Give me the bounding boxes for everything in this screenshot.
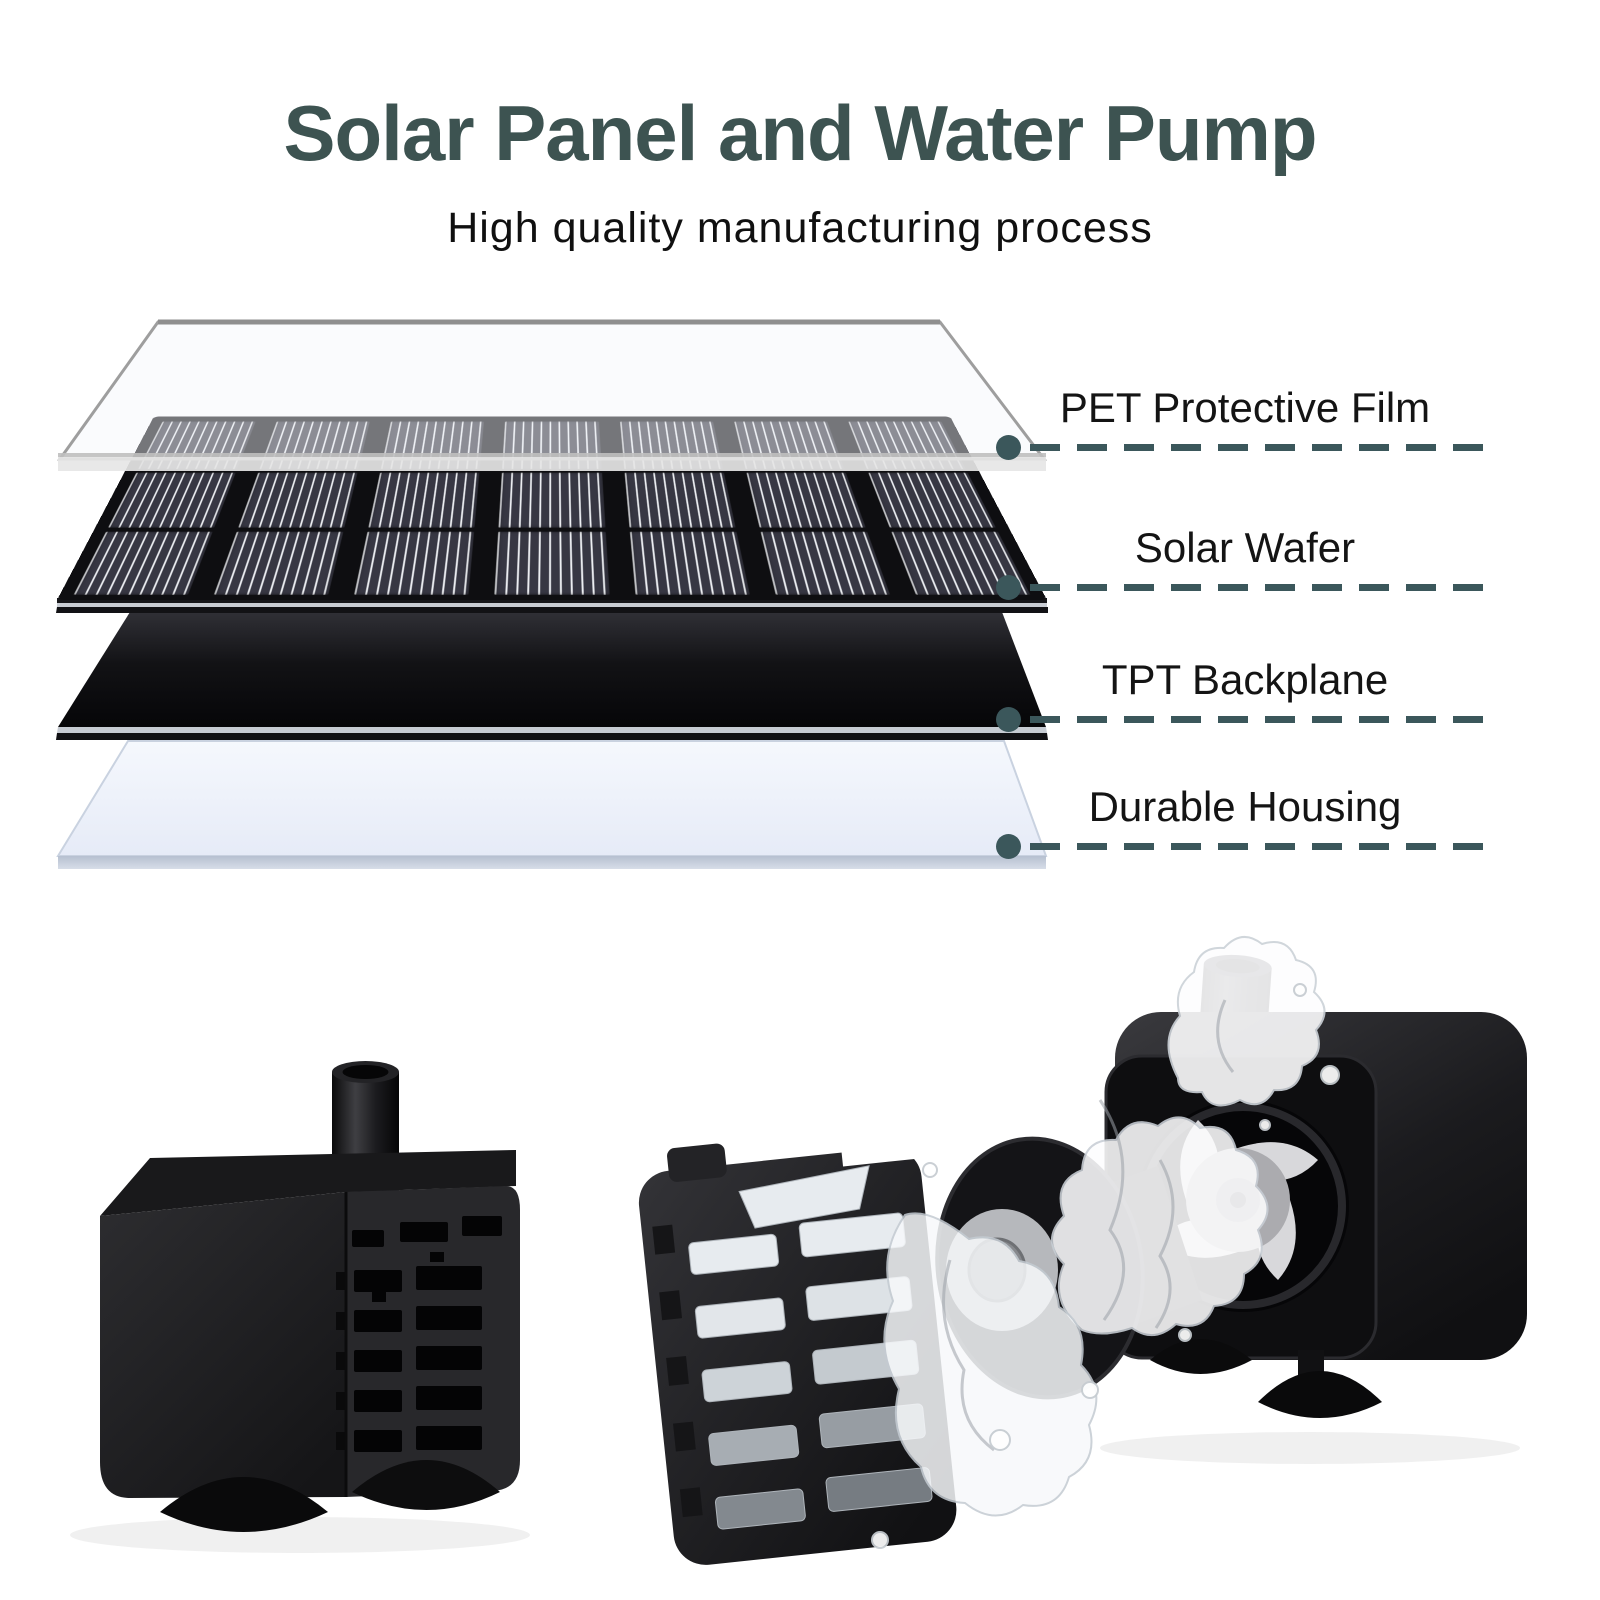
layer-label: PET Protective Film	[1059, 384, 1431, 431]
pump-top-face	[100, 1150, 516, 1216]
callout-dashed-line	[1030, 716, 1490, 723]
pump-rotor	[935, 1136, 1202, 1400]
pump-impeller	[1158, 1120, 1318, 1280]
cover-side-slots	[652, 1224, 703, 1518]
pump-shadow	[70, 1517, 530, 1553]
pump-front-cover	[638, 1104, 957, 1565]
callout-dashed-line	[1030, 444, 1490, 451]
solar-wafer-grid	[57, 416, 1047, 600]
solar-cell	[380, 421, 485, 470]
solar-cell	[733, 421, 845, 470]
solar-cell	[368, 472, 480, 528]
layer-label: TPT Backplane	[1101, 656, 1389, 703]
pump-grille-face	[346, 1186, 520, 1497]
solar-cell	[624, 472, 736, 528]
callout-dashed-line	[1030, 584, 1490, 591]
solar-wafer-edge	[56, 598, 1048, 613]
layer-tpt-backplane	[56, 612, 1048, 740]
suction-cup-feet	[1150, 1339, 1382, 1418]
callout-dot-icon	[996, 834, 1021, 859]
solar-cell	[498, 472, 606, 528]
page-subtitle: High quality manufacturing process	[447, 204, 1153, 252]
solar-cell	[259, 421, 371, 470]
solar-cell	[138, 421, 256, 470]
solar-cell	[108, 472, 236, 528]
pump-left-face	[100, 1192, 346, 1498]
callout-dot-icon	[996, 435, 1021, 460]
layer-durable-housing	[56, 740, 1048, 869]
solar-cell	[354, 531, 475, 595]
solar-cell	[238, 472, 358, 528]
pump-body	[1104, 954, 1527, 1418]
solar-cell	[494, 531, 610, 595]
pump-chamber-opening	[1137, 1100, 1349, 1312]
callout-dashed-line	[1030, 843, 1490, 850]
solar-cell	[760, 531, 890, 595]
solar-cell	[868, 472, 996, 528]
solar-cell	[746, 472, 866, 528]
layer-label: Solar Wafer	[1134, 524, 1356, 571]
layer-label: Durable Housing	[1088, 783, 1402, 830]
pump-outlet-nozzle	[332, 1061, 399, 1192]
solar-cell	[73, 531, 213, 595]
pump-grille-slots	[336, 1216, 502, 1452]
solar-cell	[502, 421, 602, 470]
water-splash	[871, 936, 1340, 1549]
right-water-pump-exploded	[638, 936, 1527, 1565]
pump-outlet-nozzle	[1195, 954, 1272, 1087]
solar-cell	[214, 531, 344, 595]
left-water-pump	[70, 1061, 530, 1553]
suction-cup-feet	[160, 1460, 500, 1532]
callout-dot-icon	[996, 575, 1021, 600]
solar-cell	[848, 421, 966, 470]
callout-dot-icon	[996, 707, 1021, 732]
solar-cell	[619, 421, 723, 470]
solar-cell	[629, 531, 750, 595]
page-title: Solar Panel and Water Pump	[283, 89, 1317, 177]
layer-solar-wafer	[57, 416, 1047, 600]
